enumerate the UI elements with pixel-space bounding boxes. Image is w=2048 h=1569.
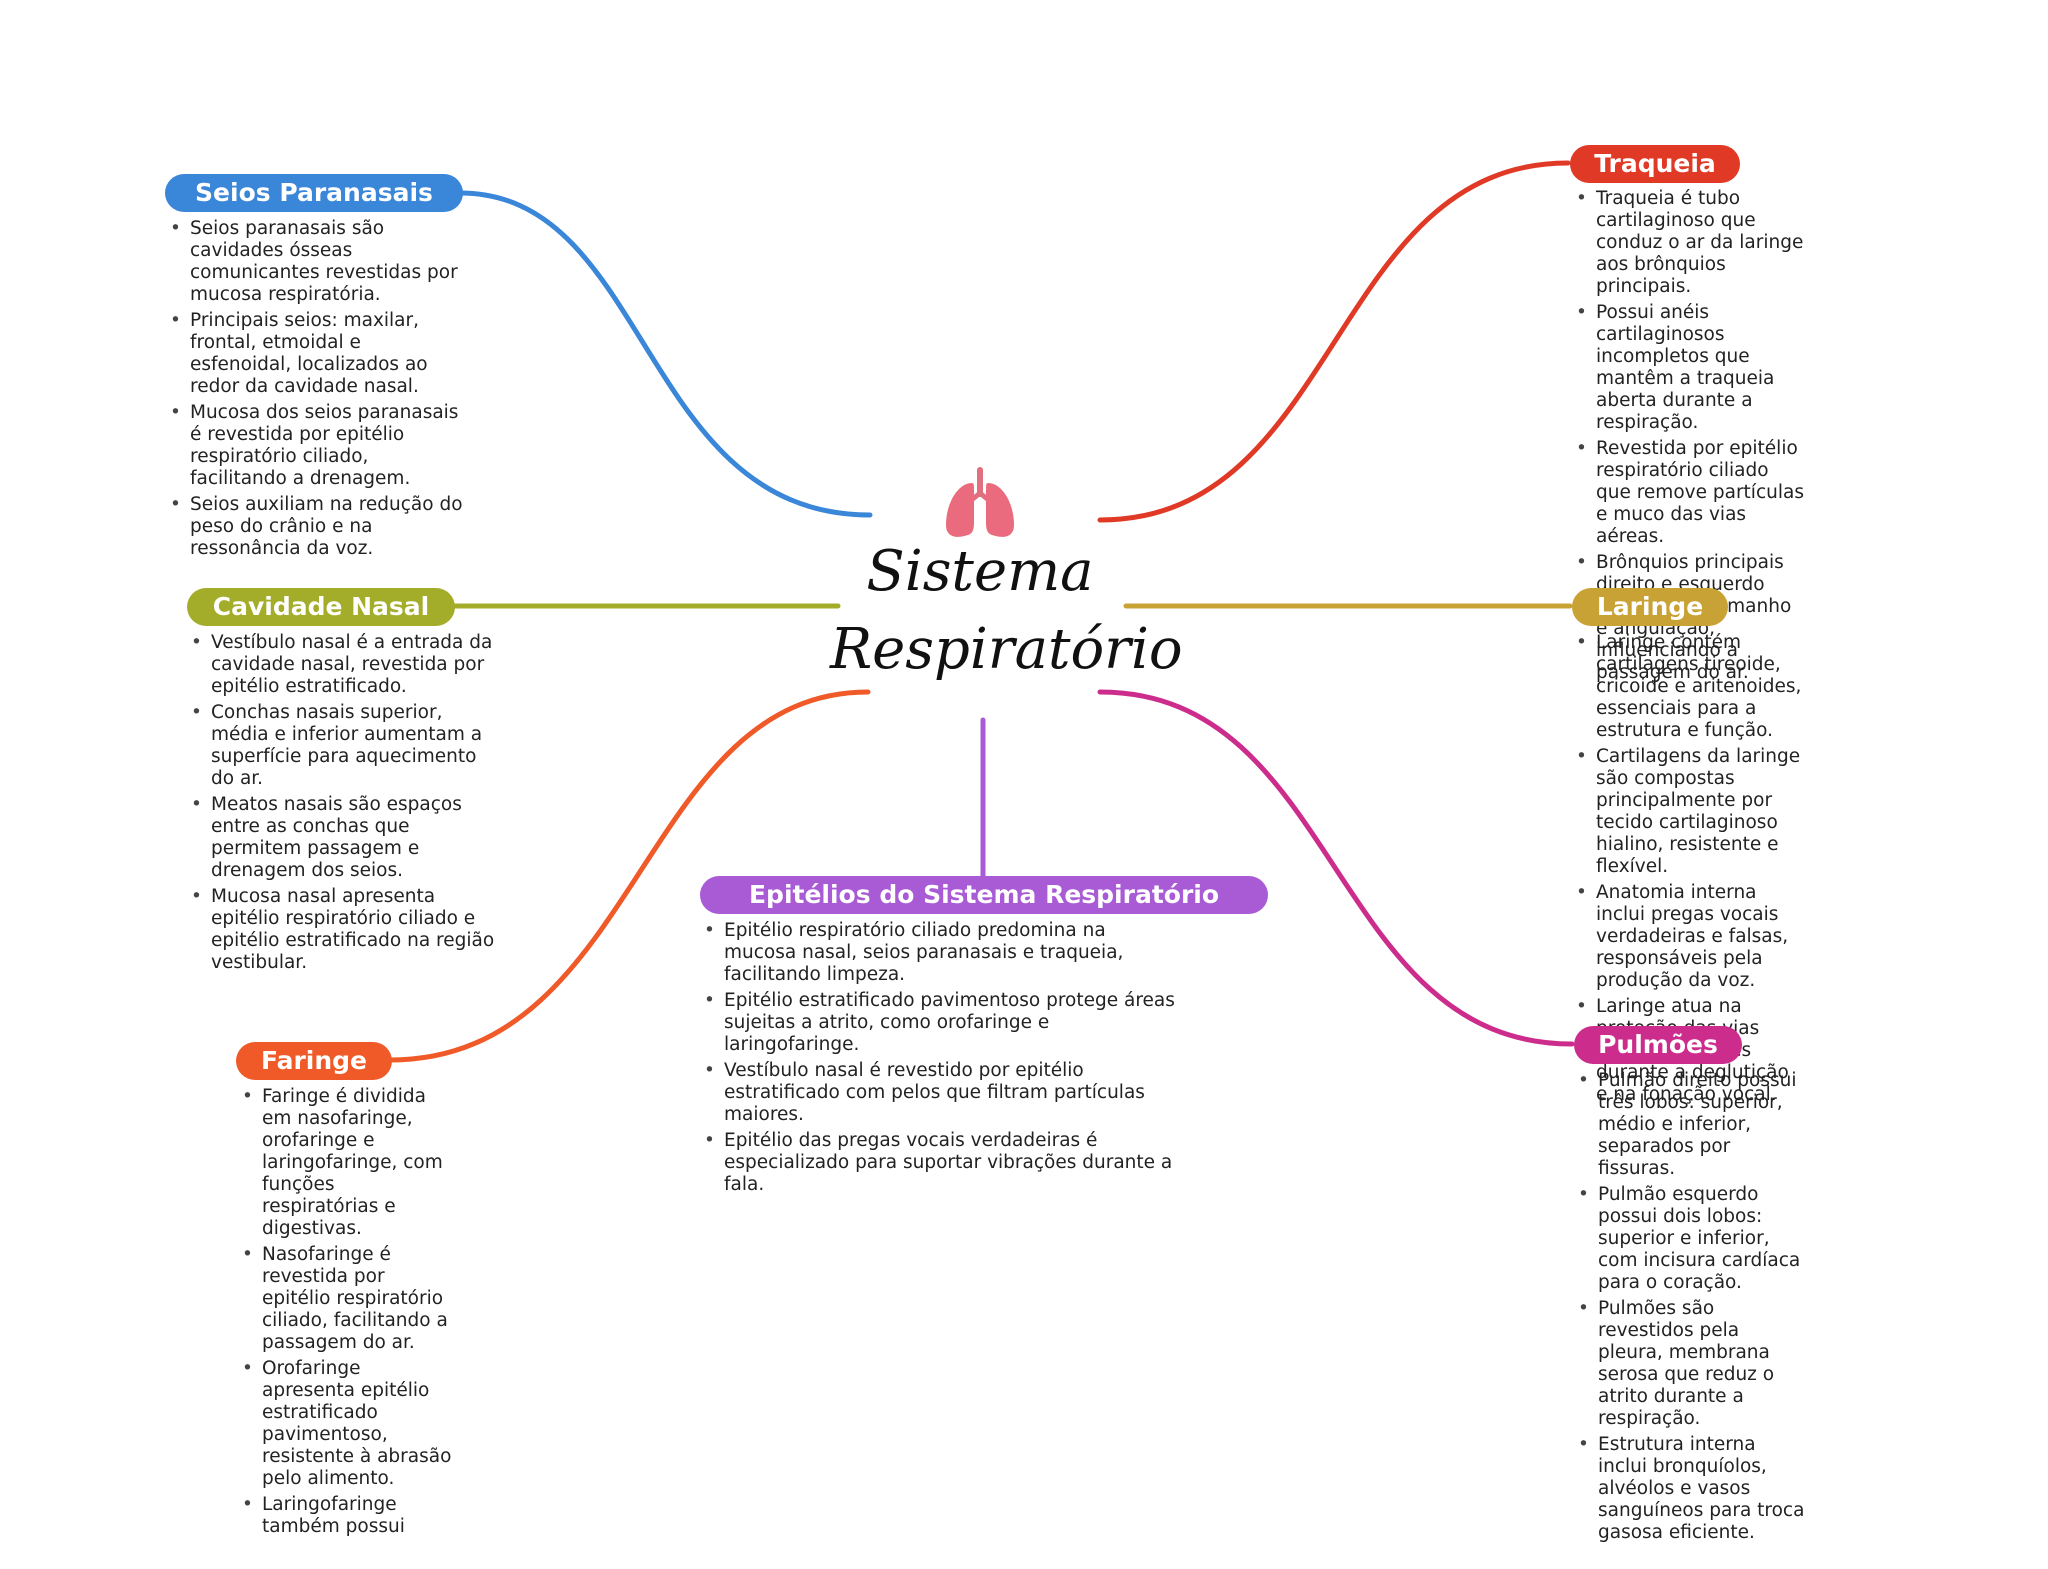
note-item: Revestida por epitélio respiratório cili…: [1572, 438, 1804, 548]
notes-cavidade-nasal: Vestíbulo nasal é a entrada da cavidade …: [187, 632, 497, 978]
notes-faringe: Faringe é dividida em nasofaringe, orofa…: [238, 1086, 453, 1542]
topic-pulmoes[interactable]: Pulmões: [1574, 1026, 1742, 1064]
lungs-icon: [946, 467, 1014, 537]
note-item: Estrutura interna inclui bronquíolos, al…: [1574, 1434, 1806, 1544]
connector-faringe: [387, 689, 871, 1063]
central-title: Sistema Respiratório: [830, 533, 1183, 689]
note-item: Pulmões são revestidos pela pleura, memb…: [1574, 1298, 1806, 1430]
note-item: Laringe contém cartilagens tireoide, cri…: [1572, 632, 1804, 742]
note-item: Mucosa dos seios paranasais é revestida …: [166, 402, 466, 490]
note-item: Meatos nasais são espaços entre as conch…: [187, 794, 497, 882]
notes-laringe: Laringe contém cartilagens tireoide, cri…: [1572, 632, 1804, 1110]
note-item: Nasofaringe é revestida por epitélio res…: [238, 1244, 453, 1354]
topic-cavidade-nasal[interactable]: Cavidade Nasal: [187, 588, 455, 626]
topic-laringe[interactable]: Laringe: [1572, 588, 1728, 626]
note-item: Conchas nasais superior, média e inferio…: [187, 702, 497, 790]
topic-traqueia[interactable]: Traqueia: [1570, 145, 1740, 183]
note-item: Orofaringe apresenta epitélio estratific…: [238, 1358, 453, 1490]
note-item: Laringofaringe também possui: [238, 1494, 453, 1538]
note-item: Pulmão direito possui três lobos: superi…: [1574, 1070, 1806, 1180]
note-item: Vestíbulo nasal é revestido por epitélio…: [700, 1060, 1180, 1126]
connector-pulmoes: [1097, 689, 1575, 1047]
note-item: Anatomia interna inclui pregas vocais ve…: [1572, 882, 1804, 992]
notes-pulmoes: Pulmão direito possui três lobos: superi…: [1574, 1070, 1806, 1548]
note-item: Traqueia é tubo cartilaginoso que conduz…: [1572, 188, 1804, 298]
central-topic[interactable]: Sistema Respiratório: [830, 455, 1183, 682]
note-item: Possui anéis cartilaginosos incompletos …: [1572, 302, 1804, 434]
note-item: Faringe é dividida em nasofaringe, orofa…: [238, 1086, 453, 1240]
note-item: Seios paranasais são cavidades ósseas co…: [166, 218, 466, 306]
note-item: Epitélio estratificado pavimentoso prote…: [700, 990, 1180, 1056]
note-item: Mucosa nasal apresenta epitélio respirat…: [187, 886, 497, 974]
note-item: Cartilagens da laringe são compostas pri…: [1572, 746, 1804, 878]
notes-seios-paranasais: Seios paranasais são cavidades ósseas co…: [166, 218, 466, 564]
topic-epitelios[interactable]: Epitélios do Sistema Respiratório: [700, 876, 1268, 914]
topic-faringe[interactable]: Faringe: [236, 1042, 392, 1080]
note-item: Seios auxiliam na redução do peso do crâ…: [166, 494, 466, 560]
notes-epitelios: Epitélio respiratório ciliado predomina …: [700, 920, 1180, 1200]
central-title-line-2: Respiratório: [830, 617, 1183, 682]
note-item: Pulmão esquerdo possui dois lobos: super…: [1574, 1184, 1806, 1294]
note-item: Vestíbulo nasal é a entrada da cavidade …: [187, 632, 497, 698]
note-item: Principais seios: maxilar, frontal, etmo…: [166, 310, 466, 398]
connector-traqueia: [1097, 160, 1571, 523]
connector-seios: [457, 190, 873, 518]
central-title-line-1: Sistema: [866, 539, 1094, 604]
notes-traqueia: Traqueia é tubo cartilaginoso que conduz…: [1572, 188, 1804, 688]
note-item: Epitélio das pregas vocais verdadeiras é…: [700, 1130, 1180, 1196]
note-item: Epitélio respiratório ciliado predomina …: [700, 920, 1180, 986]
topic-seios-paranasais[interactable]: Seios Paranasais: [165, 174, 463, 212]
